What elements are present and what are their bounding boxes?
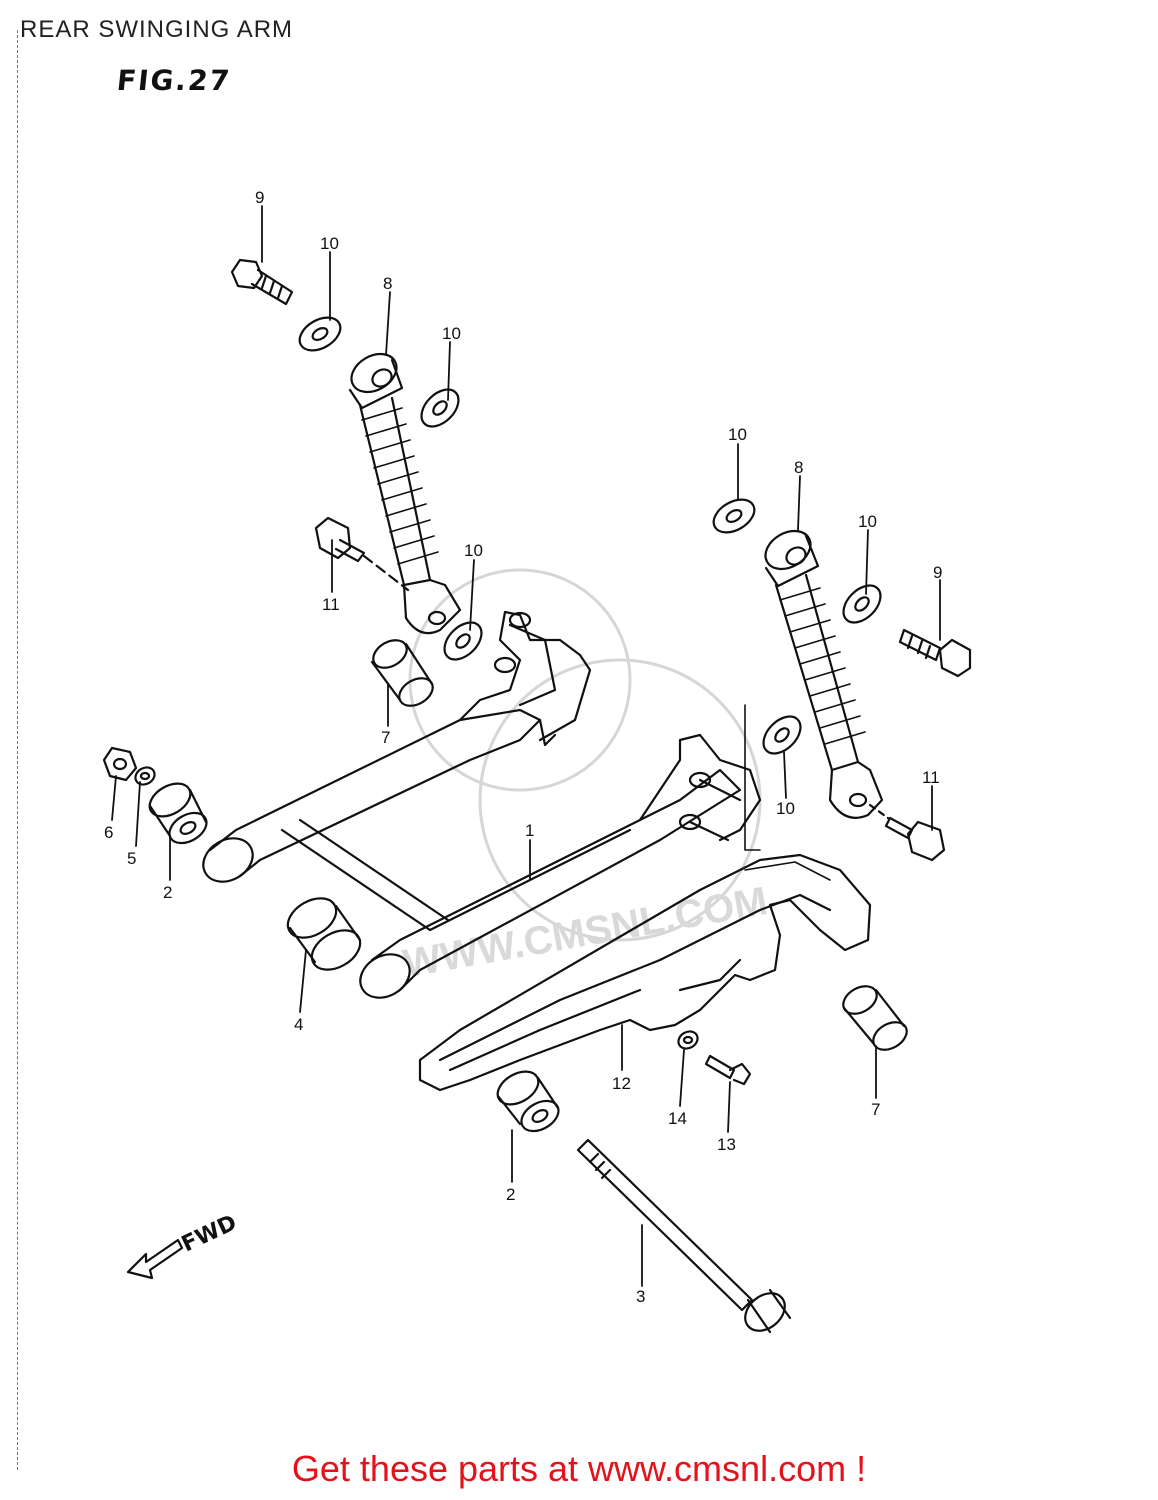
callout-10: 10	[776, 799, 795, 818]
washer-right-upper	[712, 498, 756, 534]
callout-10: 10	[858, 512, 877, 531]
bush-left-upper	[148, 782, 208, 845]
parts-diagram: WWW.CMSNL.COM	[102, 188, 972, 1334]
leader-lines	[111, 205, 941, 1287]
spring-washer	[134, 766, 156, 786]
pivot-shaft	[576, 1138, 792, 1334]
collar-right	[842, 985, 908, 1051]
callout-2: 2	[506, 1185, 515, 1204]
lower-bolt-left	[314, 516, 410, 592]
callout-10: 10	[442, 324, 461, 343]
callout-10: 10	[728, 425, 747, 444]
callout-5: 5	[127, 849, 136, 868]
callout-8: 8	[383, 274, 392, 293]
callout-1: 1	[525, 821, 534, 840]
washer-right-upper-inner	[842, 584, 882, 624]
collar-left	[370, 639, 434, 707]
callout-11: 11	[322, 595, 340, 614]
callout-10: 10	[464, 541, 483, 560]
callout-12: 12	[612, 1074, 631, 1093]
left-shock-absorber	[348, 352, 462, 635]
upper-bolt-right	[898, 628, 972, 678]
callout-6: 6	[104, 823, 113, 842]
washer-left-lower	[443, 621, 483, 661]
washer-left-upper-inner	[420, 388, 460, 428]
bush-lower	[496, 1070, 560, 1133]
callout-10: 10	[320, 234, 339, 253]
washer-right-lower	[762, 715, 802, 755]
right-shock-absorber	[764, 529, 884, 819]
callout-8: 8	[794, 458, 803, 477]
callout-7: 7	[871, 1100, 880, 1119]
fwd-label: FWD	[178, 1210, 241, 1257]
left-margin-rule	[17, 30, 18, 1470]
upper-bolt-left	[230, 258, 294, 306]
forward-direction-indicator: FWD	[126, 1210, 241, 1280]
callout-7: 7	[381, 728, 390, 747]
callout-4: 4	[294, 1015, 303, 1034]
lower-bolt-right	[868, 803, 946, 862]
callout-13: 13	[717, 1135, 736, 1154]
callout-11: 11	[922, 768, 940, 787]
watermark: WWW.CMSNL.COM	[400, 568, 771, 986]
chain-case	[418, 853, 872, 1092]
nut-left	[102, 746, 138, 782]
small-bolt	[704, 1054, 752, 1086]
callouts: 9 10 8 10 11 10 7 6 5 2 1 4 10 8 10 9 10…	[104, 188, 942, 1306]
callout-14: 14	[668, 1109, 687, 1128]
washer-left-upper	[298, 316, 342, 352]
small-washer	[677, 1030, 699, 1050]
page-title: REAR SWINGING ARM	[20, 16, 294, 43]
callout-2: 2	[163, 883, 172, 902]
callout-3: 3	[636, 1287, 645, 1306]
callout-9: 9	[933, 563, 942, 582]
bush-center	[286, 897, 362, 971]
callout-9: 9	[255, 188, 264, 207]
shop-link-banner[interactable]: Get these parts at www.cmsnl.com !	[291, 1448, 867, 1489]
